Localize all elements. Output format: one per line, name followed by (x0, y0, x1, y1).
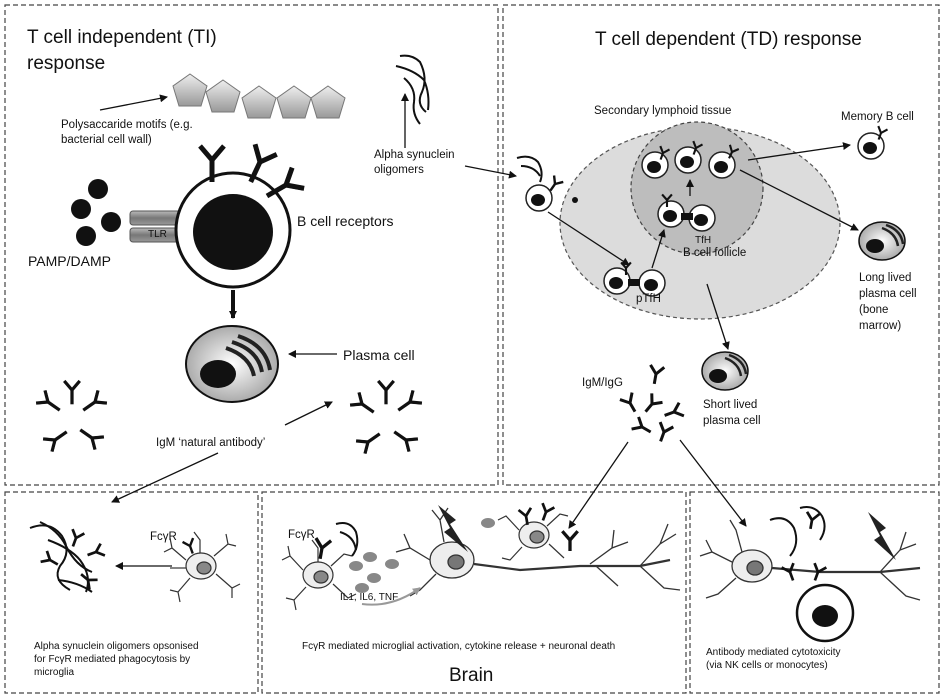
panel-phagocytosis-frame (4, 491, 259, 694)
fcgr-receptor-mid (310, 536, 333, 562)
alpha-synuclein-oligomer-top (395, 54, 430, 125)
fcgr-left-label: FcγR (150, 531, 177, 543)
microglia-left (163, 531, 241, 603)
polysaccharide-label-line2: bacterial cell wall) (61, 134, 152, 146)
nk-cell (795, 583, 855, 643)
arrow-to-ptfh (547, 211, 630, 266)
panel-td-frame (502, 4, 940, 486)
arrow-ptfh-to-tfh (651, 229, 666, 269)
igm-natural-antibody-label: IgM ‘natural antibody’ (156, 437, 266, 449)
arrow-to-short-lived (706, 283, 730, 350)
tfh-label: TfH (695, 235, 712, 246)
alpha-synuclein-label-line2: oligomers (374, 164, 424, 176)
long-lived-plasma-cell (858, 221, 906, 261)
adcc-label-line2: (via NK cells or monocytes) (706, 660, 828, 671)
opsonised-label-line1: Alpha synuclein oligomers opsonised (34, 641, 199, 652)
long-lived-label-line4: marrow) (859, 320, 902, 332)
mid-oligomer (335, 522, 359, 557)
short-lived-label-line2: plasma cell (703, 415, 761, 427)
antibody-free-mid (560, 529, 580, 553)
arrow-igm-right (284, 401, 333, 426)
tlr-label: TLR (148, 229, 167, 240)
lightning-bolt-middle (438, 505, 468, 552)
plasma-cell-ti (185, 325, 279, 403)
b-cell-receptors-label: B cell receptors (297, 213, 394, 229)
memory-b-cell (857, 125, 889, 160)
fcgr-mid-label: FcγR (288, 529, 315, 541)
cytokine-arrow (361, 587, 421, 606)
arrow-to-brain-mid (568, 441, 629, 529)
microglial-activation-label: FcγR mediated microglial activation, cyt… (302, 641, 616, 652)
arrow-polysaccharide (99, 94, 168, 111)
oligomers-right (769, 506, 826, 557)
short-lived-plasma-cell (701, 351, 749, 391)
igm-igg-label: IgM/IgG (582, 377, 623, 389)
ptfh-label: pTfH (636, 293, 661, 305)
neuron-middle (395, 507, 681, 597)
panel-microglia-frame (261, 491, 687, 694)
short-lived-label-line1: Short lived (703, 399, 758, 411)
arrow-to-memory (747, 142, 851, 161)
opsonised-label-line3: microglia (34, 667, 75, 678)
secondary-lymphoid-label: Secondary lymphoid tissue (594, 105, 732, 117)
long-lived-label-line3: (bone (859, 304, 889, 316)
td-title: T cell dependent (TD) response (595, 29, 862, 50)
ptfh-interaction (603, 261, 666, 297)
cytokine-dots (349, 518, 495, 593)
arrow-to-cytotoxicity (679, 439, 747, 527)
microglia-middle-left (281, 539, 357, 611)
long-lived-label-line2: plasma cell (859, 288, 917, 300)
panel-cytotoxicity-frame (689, 491, 940, 694)
lightning-bolt-right (868, 512, 896, 560)
long-lived-label-line1: Long lived (859, 272, 912, 284)
arrow-to-long-lived (739, 169, 859, 231)
arrow-igm-to-phagocytosis (111, 452, 219, 503)
polysaccharide-motifs (172, 73, 346, 119)
fcgr-receptor-left (181, 536, 200, 557)
cytokines-label: IL1, IL6, TNF (340, 592, 399, 603)
ti-title-line2: response (27, 53, 106, 74)
adcc-label-line1: Antibody mediated cytotoxicity (706, 647, 841, 658)
igm-pentamer-right (346, 379, 426, 458)
pamp-damp-dots (71, 179, 121, 246)
naive-b-cell-with-antigen (516, 155, 578, 212)
tfh-interaction (657, 193, 716, 232)
pamp-damp-label: PAMP/DAMP (28, 253, 111, 269)
neuron-right (699, 519, 921, 601)
memory-b-cell-label: Memory B cell (841, 111, 914, 123)
alpha-synuclein-label-line1: Alpha synuclein (374, 149, 455, 161)
polysaccharide-label-line1: Polysaccaride motifs (e.g. (61, 119, 193, 131)
igm-pentamer-left (32, 379, 111, 456)
b-cell (174, 171, 292, 289)
opsonising-antibodies (39, 527, 107, 591)
brain-label: Brain (449, 665, 494, 686)
microglia-middle-right (497, 513, 569, 561)
antibody-on-microglia-2 (535, 501, 556, 524)
opsonised-label-line2: for FcγR mediated phagocytosis by (34, 654, 191, 665)
ti-title-line1: T cell independent (TI) (27, 27, 217, 48)
panel-ti-frame (4, 4, 499, 486)
plasma-cell-label: Plasma cell (343, 347, 415, 363)
arrow-alpha-to-td (464, 165, 517, 179)
opsonised-oligomers (29, 521, 93, 593)
igm-igg-antibodies (618, 363, 686, 446)
b-cell-follicle-label: B cell follicle (683, 247, 747, 259)
